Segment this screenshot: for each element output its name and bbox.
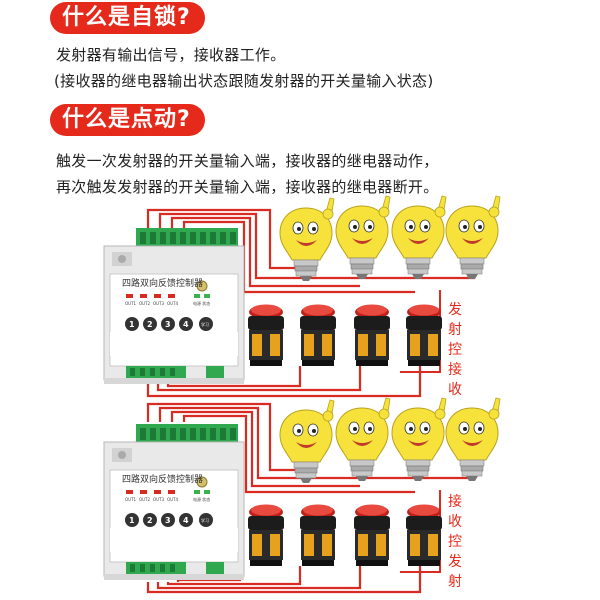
- controller-bottom-title: 四路双向反馈控制器: [122, 473, 203, 485]
- button-3[interactable]: [161, 513, 175, 527]
- push-button-icon: [354, 504, 390, 566]
- controller-top: 四路双向反馈控制器 OUT1 OUT2 OUT3 OUT4 电源 状态 1 2 …: [103, 227, 245, 385]
- svg-text:4: 4: [183, 516, 189, 525]
- bulb-icon: [335, 195, 391, 280]
- out3-label: OUT3: [153, 301, 165, 306]
- learn-button[interactable]: [199, 317, 213, 331]
- push-button-icon: [406, 304, 442, 366]
- out2-label: OUT2: [139, 301, 151, 306]
- status-label: 电源 状态: [193, 300, 210, 306]
- bulbs-bottom: [279, 397, 501, 484]
- out1-label: OUT1: [125, 301, 137, 306]
- self-lock-note: (接收器的继电器输出状态跟随发射器的开关量输入状态): [54, 72, 434, 90]
- svg-text:学习: 学习: [201, 321, 209, 327]
- label-transmit-control-receive: 发 射 控 接 收: [448, 302, 462, 398]
- heading-momentary: 什么是点动?: [50, 104, 205, 136]
- svg-text:OUT4: OUT4: [167, 497, 179, 502]
- svg-text:OUT2: OUT2: [139, 497, 151, 502]
- button-2[interactable]: [143, 317, 157, 331]
- button-3[interactable]: [161, 317, 175, 331]
- push-button-icon: [354, 304, 390, 366]
- button-4[interactable]: [179, 317, 193, 331]
- svg-text:1: 1: [129, 320, 135, 329]
- push-button-icon: [300, 304, 336, 366]
- svg-text:OUT3: OUT3: [153, 497, 165, 502]
- controller-bottom: 四路双向反馈控制器 OUT1 OUT2 OUT3 OUT4 电源 状态 1 2 …: [103, 423, 245, 581]
- bulbs-top: [279, 195, 501, 282]
- button-4[interactable]: [179, 513, 193, 527]
- svg-text:学习: 学习: [201, 517, 209, 523]
- svg-text:OUT1: OUT1: [125, 497, 137, 502]
- bulb-icon: [445, 195, 501, 280]
- push-buttons-top: [248, 304, 442, 366]
- out4-label: OUT4: [167, 301, 179, 306]
- self-lock-description: 发射器有输出信号，接收器工作。: [56, 46, 286, 64]
- controller-top-title: 四路双向反馈控制器: [122, 277, 203, 289]
- svg-text:电源 状态: 电源 状态: [193, 496, 210, 502]
- svg-text:2: 2: [147, 320, 153, 329]
- bulb-icon: [391, 397, 447, 482]
- button-2[interactable]: [143, 513, 157, 527]
- label-receive-control-transmit: 接 收 控 发 射: [448, 494, 462, 590]
- svg-text:2: 2: [147, 516, 153, 525]
- bulb-icon: [335, 397, 391, 482]
- svg-text:1: 1: [129, 516, 135, 525]
- push-buttons-bottom: [248, 504, 442, 566]
- button-1[interactable]: [125, 513, 139, 527]
- push-button-icon: [300, 504, 336, 566]
- push-button-icon: [248, 504, 284, 566]
- momentary-description-2: 再次触发发射器的开关量输入端，接收器的继电器断开。: [56, 178, 439, 196]
- heading-self-lock: 什么是自锁?: [50, 2, 205, 34]
- button-1[interactable]: [125, 317, 139, 331]
- learn-button[interactable]: [199, 513, 213, 527]
- bulb-icon: [445, 397, 501, 482]
- push-button-icon: [248, 304, 284, 366]
- bulb-icon: [391, 195, 447, 280]
- svg-text:4: 4: [183, 320, 189, 329]
- svg-text:3: 3: [165, 320, 171, 329]
- push-button-icon: [406, 504, 442, 566]
- svg-text:3: 3: [165, 516, 171, 525]
- momentary-description-1: 触发一次发射器的开关量输入端，接收器的继电器动作，: [56, 152, 439, 170]
